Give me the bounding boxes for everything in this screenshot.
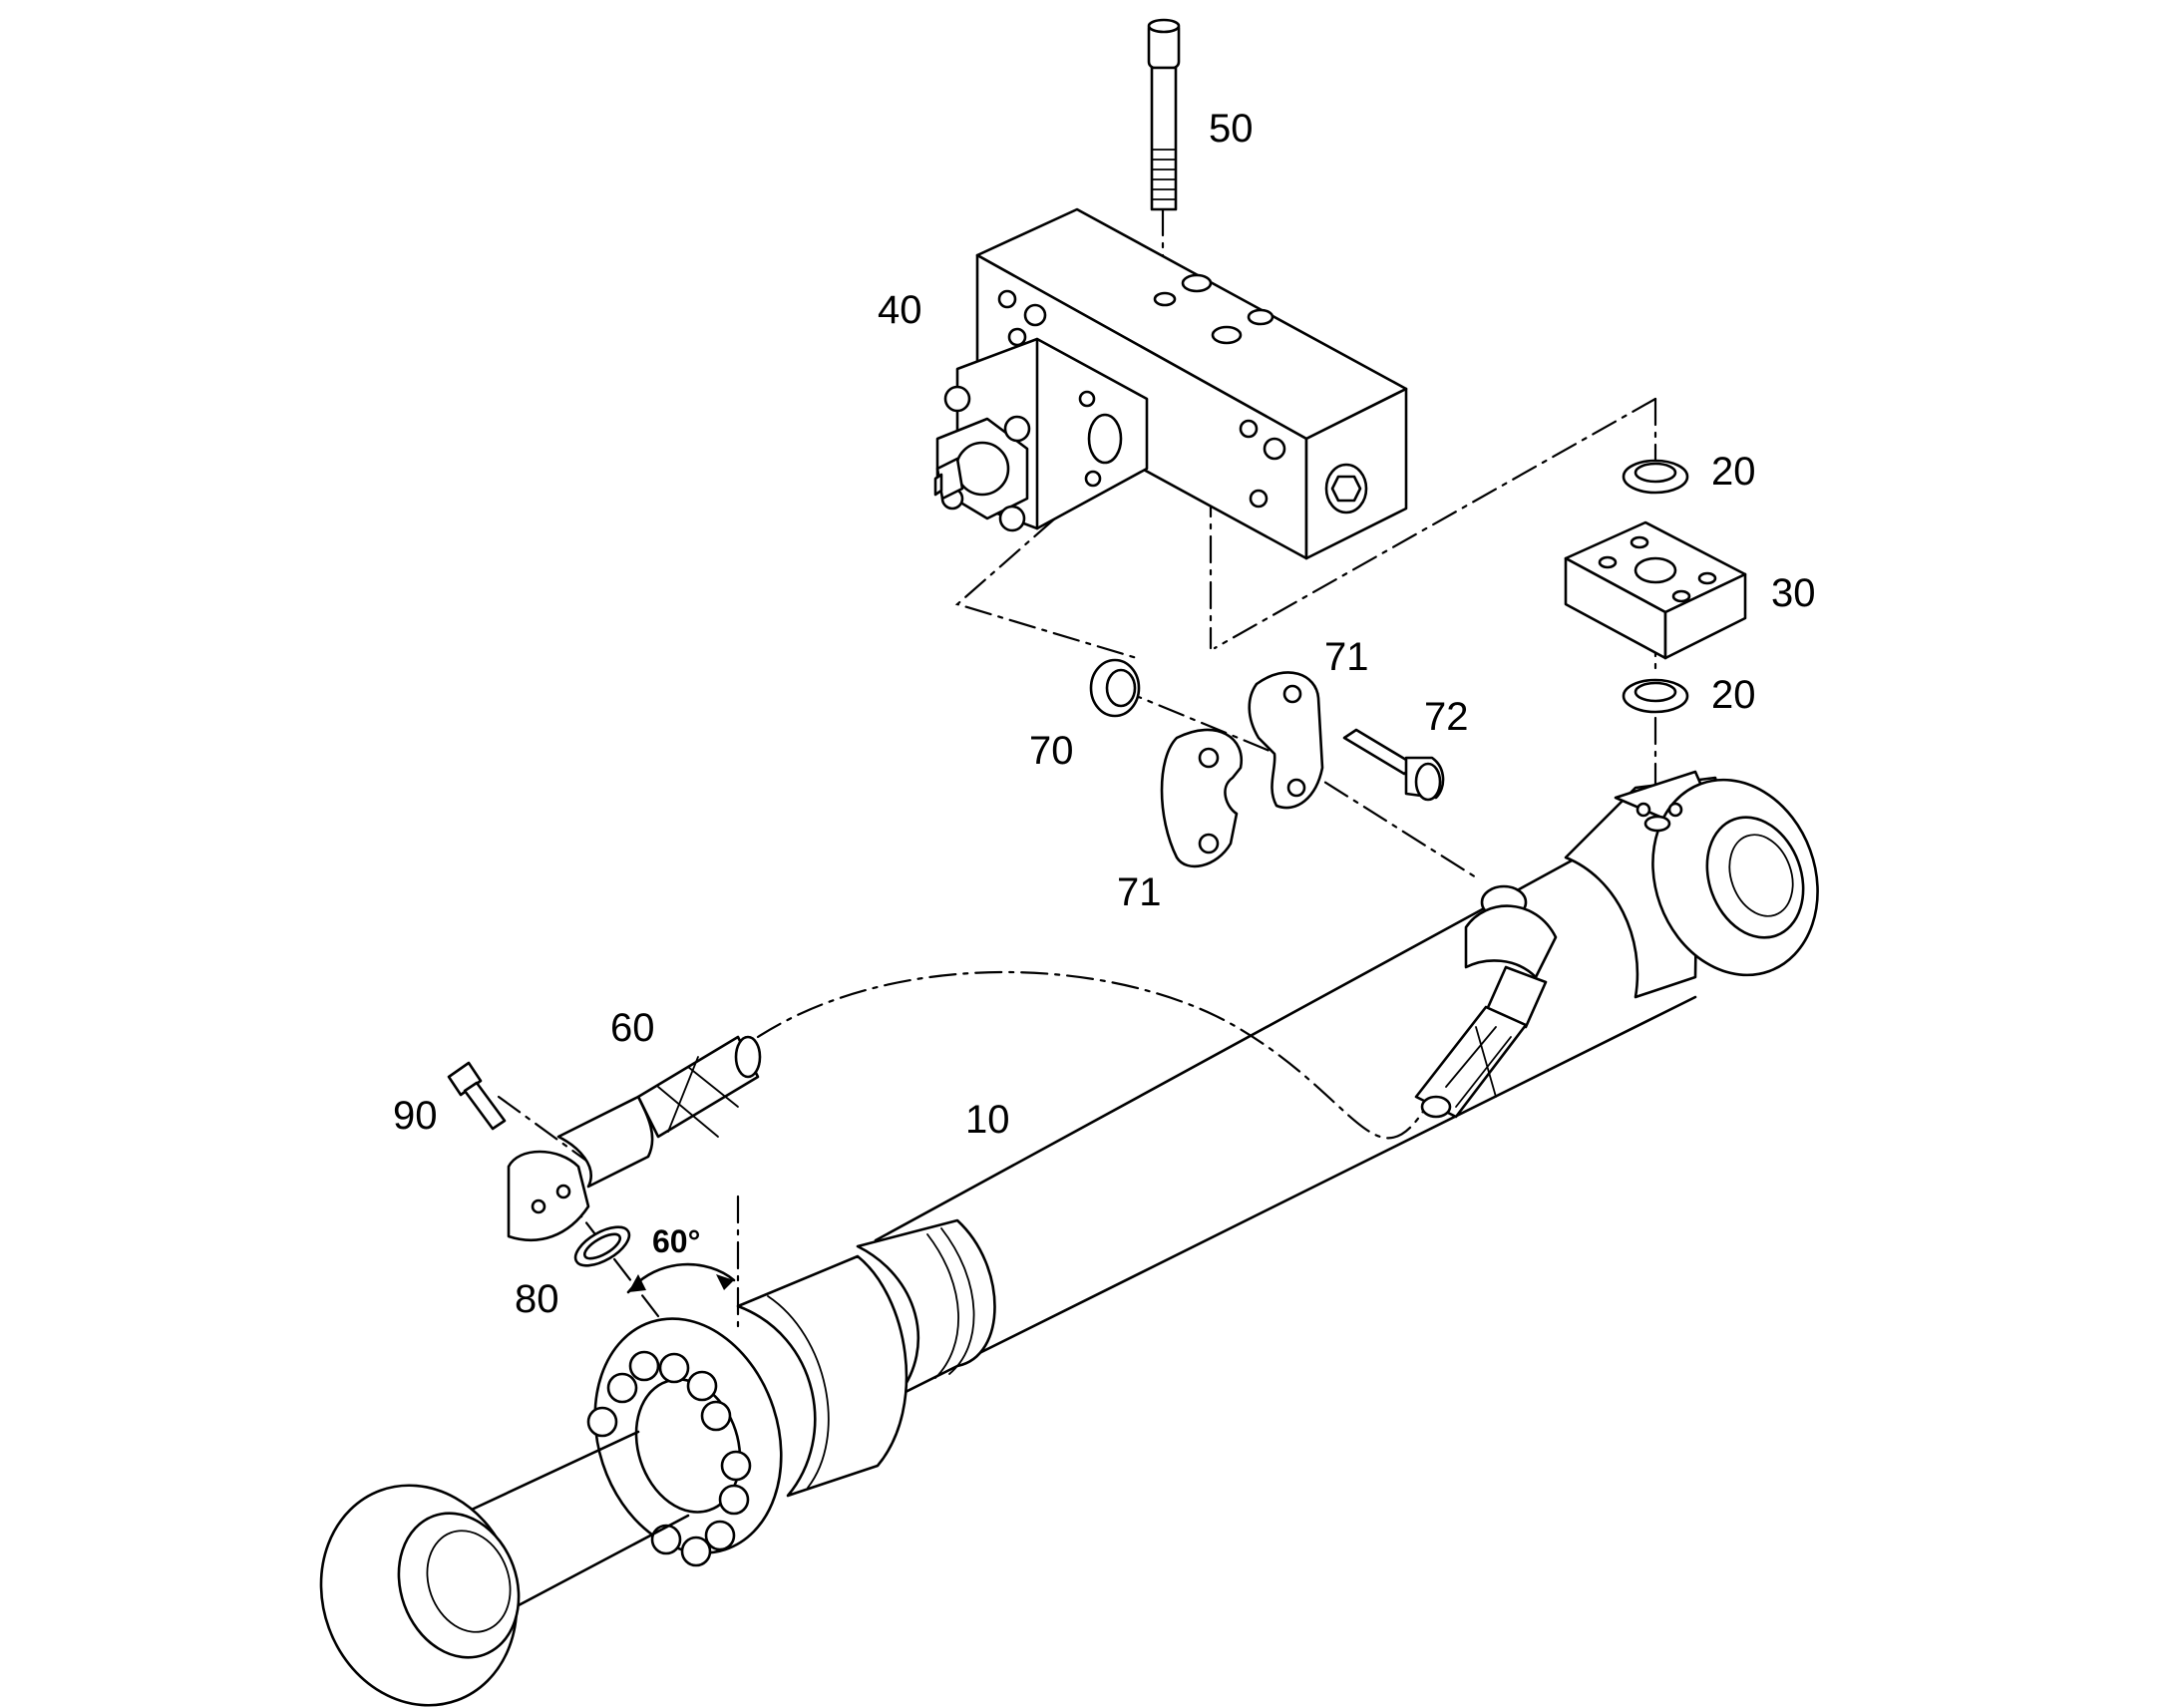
callout-72: 72 xyxy=(1424,695,1469,739)
adapter-plate-30 xyxy=(1564,520,1747,660)
bolt-90 xyxy=(447,1061,507,1131)
callout-10: 10 xyxy=(965,1098,1010,1142)
callout-70: 70 xyxy=(1029,729,1074,773)
callout-40: 40 xyxy=(878,288,922,332)
oring-70 xyxy=(1089,658,1141,718)
callout-20-bottom: 20 xyxy=(1711,673,1756,717)
callout-90: 90 xyxy=(393,1094,438,1138)
callout-60: 60 xyxy=(610,1006,655,1050)
callout-labels: 50 40 20 30 20 71 72 70 71 60 90 10 80 6… xyxy=(393,107,1816,1321)
flange-half-71-upper xyxy=(1248,671,1324,810)
flange-half-71-lower xyxy=(1160,728,1244,868)
screw-50 xyxy=(1147,18,1181,211)
cylinder-assembly xyxy=(319,770,1819,1707)
callout-71-upper: 71 xyxy=(1324,635,1369,679)
callout-80: 80 xyxy=(515,1277,559,1321)
screw-72 xyxy=(1342,728,1445,802)
callout-50: 50 xyxy=(1209,107,1254,151)
callout-30: 30 xyxy=(1771,571,1816,615)
callout-71-lower: 71 xyxy=(1117,870,1162,914)
seal-20-top xyxy=(1622,459,1689,495)
angle-indicator xyxy=(626,1262,736,1294)
angle-label: 60° xyxy=(652,1223,700,1259)
seal-20-bottom xyxy=(1622,678,1689,714)
hose-assembly xyxy=(507,884,1558,1241)
oring-80 xyxy=(573,1225,631,1267)
valve-block-40 xyxy=(933,207,1408,560)
callout-20-top: 20 xyxy=(1711,450,1756,494)
flange-bolts xyxy=(586,1350,752,1567)
